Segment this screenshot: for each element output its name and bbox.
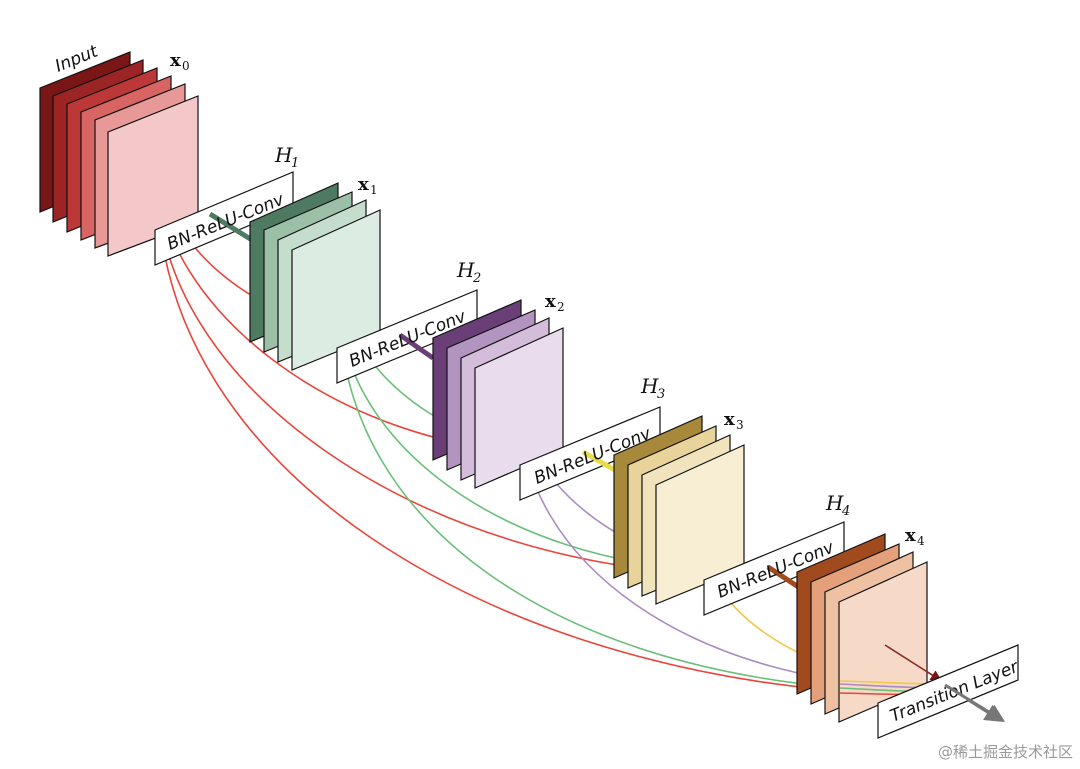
watermark: @稀土掘金技术社区	[938, 743, 1073, 761]
x1-symbol: x	[358, 174, 369, 195]
x1-label: x 1	[358, 174, 378, 197]
h3-subscript: 3	[657, 387, 665, 402]
h1-symbol: H	[274, 143, 293, 167]
connection-x0-to-h4	[157, 174, 941, 696]
x2-label: x 2	[545, 291, 565, 314]
x2-subscript: 2	[557, 300, 565, 314]
h2-subscript: 2	[472, 271, 481, 286]
x1-subscript: 1	[370, 183, 378, 197]
x3-subscript: 3	[736, 418, 744, 432]
h3-label: H 3	[640, 374, 665, 402]
x4-label: x 4	[905, 525, 925, 548]
x0-label: x 0	[170, 50, 190, 73]
h1-subscript: 1	[291, 156, 299, 171]
h1-label: H 1	[274, 143, 299, 171]
stage-x1-feature-maps	[249, 182, 381, 371]
h2-symbol: H	[456, 258, 475, 282]
h4-subscript: 4	[841, 504, 850, 519]
h4-label: H 4	[825, 491, 850, 519]
x3-symbol: x	[724, 409, 735, 430]
h3-symbol: H	[640, 374, 659, 398]
stage-x0-feature-maps	[39, 51, 199, 257]
stage-x4-feature-maps	[796, 533, 928, 723]
x0-symbol: x	[170, 50, 181, 71]
x4-symbol: x	[905, 525, 916, 546]
connection-x1-to-h4	[338, 291, 941, 693]
stage-x3-feature-maps	[613, 415, 745, 605]
x4-subscript: 4	[917, 534, 925, 548]
x2-symbol: x	[545, 291, 556, 312]
stage-x2-feature-maps	[432, 299, 564, 489]
connection-x0-to-h3	[157, 174, 746, 576]
x0-subscript: 0	[182, 59, 190, 73]
x3-label: x 3	[724, 409, 744, 432]
h4-symbol: H	[825, 491, 844, 515]
h2-label: H 2	[456, 258, 481, 286]
